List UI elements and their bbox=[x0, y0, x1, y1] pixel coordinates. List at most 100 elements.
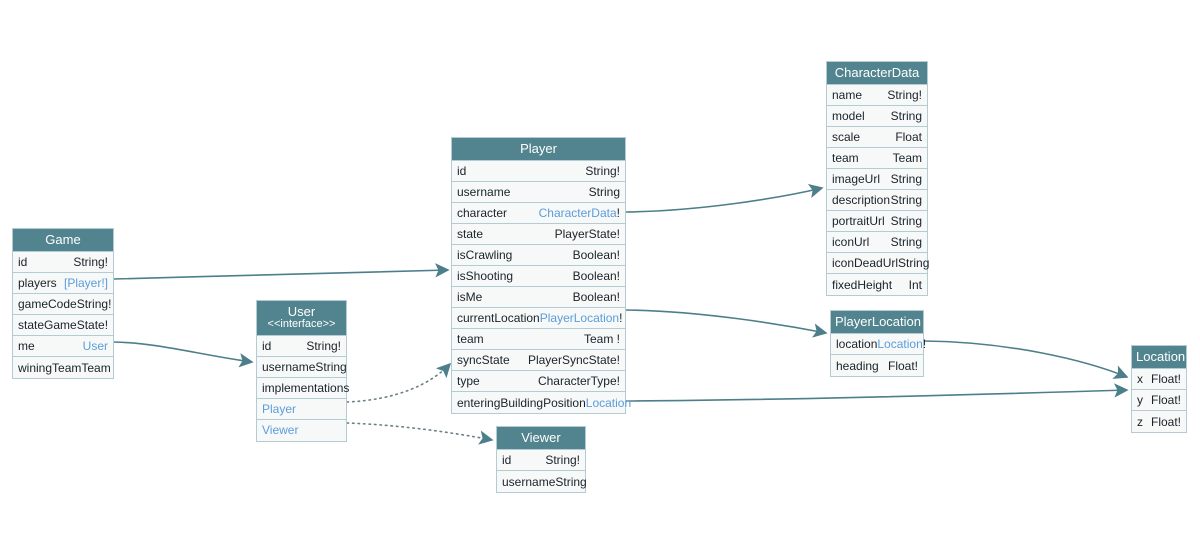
field-name: isCrawling bbox=[457, 248, 513, 263]
field-type: String bbox=[890, 172, 922, 187]
field-type-ref[interactable]: CharacterData! bbox=[538, 206, 620, 221]
field-type-ref[interactable]: Location bbox=[585, 395, 632, 410]
field-type: Float! bbox=[1150, 393, 1181, 408]
field-name: syncState bbox=[457, 353, 510, 368]
entity-game-title: Game bbox=[13, 229, 113, 253]
field-name: username bbox=[457, 185, 511, 200]
field-name: description bbox=[832, 193, 891, 208]
field-type-ref[interactable]: User bbox=[82, 339, 108, 354]
field-row: state PlayerState! bbox=[452, 224, 625, 246]
field-row: syncState PlayerSyncState! bbox=[452, 350, 625, 372]
field-type: String bbox=[890, 214, 922, 229]
field-name: imageUrl bbox=[832, 172, 881, 187]
field-type: String bbox=[890, 193, 922, 208]
edge-playerlocation-location-to-location bbox=[923, 340, 1129, 379]
field-row[interactable]: players [Player!] bbox=[13, 273, 113, 295]
entity-characterdata[interactable]: CharacterData name String! model String … bbox=[826, 61, 929, 297]
field-row: type CharacterType! bbox=[452, 371, 625, 393]
entity-playerlocation-title: PlayerLocation bbox=[831, 311, 923, 335]
field-row: username String bbox=[257, 356, 347, 378]
field-name: fixedHeight bbox=[832, 277, 893, 292]
field-row: id String! bbox=[257, 335, 346, 357]
field-name: id bbox=[457, 164, 467, 179]
field-name: scale bbox=[832, 130, 861, 145]
field-name: portraitUrl bbox=[832, 214, 885, 229]
edge-game-me-to-user bbox=[113, 341, 254, 368]
field-type: CharacterType! bbox=[537, 374, 620, 389]
non-null-marker: ! bbox=[619, 311, 623, 326]
field-row[interactable]: currentLocation PlayerLocation! bbox=[452, 308, 625, 330]
field-type: String bbox=[315, 359, 347, 374]
entity-user[interactable]: User <<interface>> id String! username S… bbox=[256, 300, 350, 442]
field-row: iconUrl String bbox=[827, 232, 927, 254]
entity-user-name: User bbox=[287, 304, 316, 319]
entity-location[interactable]: Location x Float! y Float! z Float! bbox=[1131, 345, 1187, 434]
field-row: y Float! bbox=[1132, 390, 1186, 412]
entity-viewer[interactable]: Viewer id String! username String bbox=[496, 426, 587, 494]
entity-player[interactable]: Player id String! username String charac… bbox=[451, 137, 631, 415]
field-row[interactable]: character CharacterData! bbox=[452, 203, 625, 225]
field-row: scale Float bbox=[827, 127, 927, 149]
field-row: id String! bbox=[452, 161, 625, 183]
field-type: String! bbox=[545, 453, 580, 468]
field-type-ref[interactable]: [Player!] bbox=[63, 276, 108, 291]
edge-player-enteringbuildingposition-to-location bbox=[625, 383, 1129, 402]
field-name: state bbox=[18, 318, 45, 333]
entity-playerlocation[interactable]: PlayerLocation location Location! headin… bbox=[830, 310, 927, 378]
implementations-label: implementations bbox=[262, 380, 350, 395]
entity-user-stereotype: <<interface>> bbox=[267, 318, 336, 331]
entity-characterdata-title: CharacterData bbox=[827, 62, 927, 86]
field-type: Team ! bbox=[583, 332, 620, 347]
field-name: isShooting bbox=[457, 269, 514, 284]
edge-player-currentlocation-to-playerlocation bbox=[625, 309, 828, 338]
field-row: iconDeadUrl String bbox=[827, 253, 929, 275]
field-row: winingTeam Team bbox=[13, 357, 113, 379]
field-type: Team bbox=[81, 360, 111, 375]
field-type: Float bbox=[895, 130, 922, 145]
field-row: description String bbox=[827, 190, 927, 212]
entity-game[interactable]: Game id String! players [Player!] gameCo… bbox=[12, 228, 114, 380]
field-type: String! bbox=[585, 164, 620, 179]
field-name: team bbox=[832, 151, 859, 166]
field-name: gameCode bbox=[18, 297, 77, 312]
field-type: String! bbox=[76, 297, 112, 312]
edge-user-implements-viewer bbox=[346, 422, 494, 445]
field-name: enteringBuildingPosition bbox=[457, 395, 586, 410]
field-row: gameCode String! bbox=[13, 294, 113, 316]
field-row[interactable]: location Location! bbox=[831, 334, 927, 356]
field-name: x bbox=[1137, 372, 1143, 387]
field-row: heading Float! bbox=[831, 355, 923, 377]
field-name: id bbox=[18, 255, 28, 270]
implementation-name[interactable]: Player bbox=[262, 401, 297, 416]
field-name: iconDeadUrl bbox=[832, 256, 899, 271]
implementation-viewer[interactable]: Viewer bbox=[257, 419, 346, 441]
field-row: model String bbox=[827, 106, 927, 128]
field-row: portraitUrl String bbox=[827, 211, 927, 233]
field-row[interactable]: me User bbox=[13, 336, 113, 358]
field-row[interactable]: enteringBuildingPosition Location bbox=[452, 392, 631, 414]
field-type: PlayerSyncState! bbox=[527, 353, 620, 368]
field-name: character bbox=[457, 206, 508, 221]
field-name: model bbox=[832, 109, 865, 124]
field-name: state bbox=[457, 227, 484, 242]
field-row: x Float! bbox=[1132, 369, 1186, 391]
field-name: username bbox=[262, 359, 316, 374]
field-name: heading bbox=[836, 358, 879, 373]
field-type-ref[interactable]: Location! bbox=[877, 337, 927, 352]
implementation-name[interactable]: Viewer bbox=[262, 423, 299, 438]
field-name: z bbox=[1137, 414, 1143, 429]
non-null-marker: ! bbox=[922, 337, 927, 352]
entity-location-title: Location bbox=[1132, 346, 1186, 370]
field-type: String bbox=[555, 474, 587, 489]
field-name: team bbox=[457, 332, 484, 347]
field-name: y bbox=[1137, 393, 1143, 408]
field-type-ref[interactable]: PlayerLocation! bbox=[539, 311, 623, 326]
field-type: String bbox=[890, 235, 922, 250]
field-name: location bbox=[836, 337, 878, 352]
field-row: username String bbox=[497, 471, 587, 493]
field-name: id bbox=[262, 338, 272, 353]
implementation-player[interactable]: Player bbox=[257, 398, 346, 420]
implementations-header: implementations bbox=[257, 377, 350, 399]
field-row: isCrawling Boolean! bbox=[452, 245, 625, 267]
